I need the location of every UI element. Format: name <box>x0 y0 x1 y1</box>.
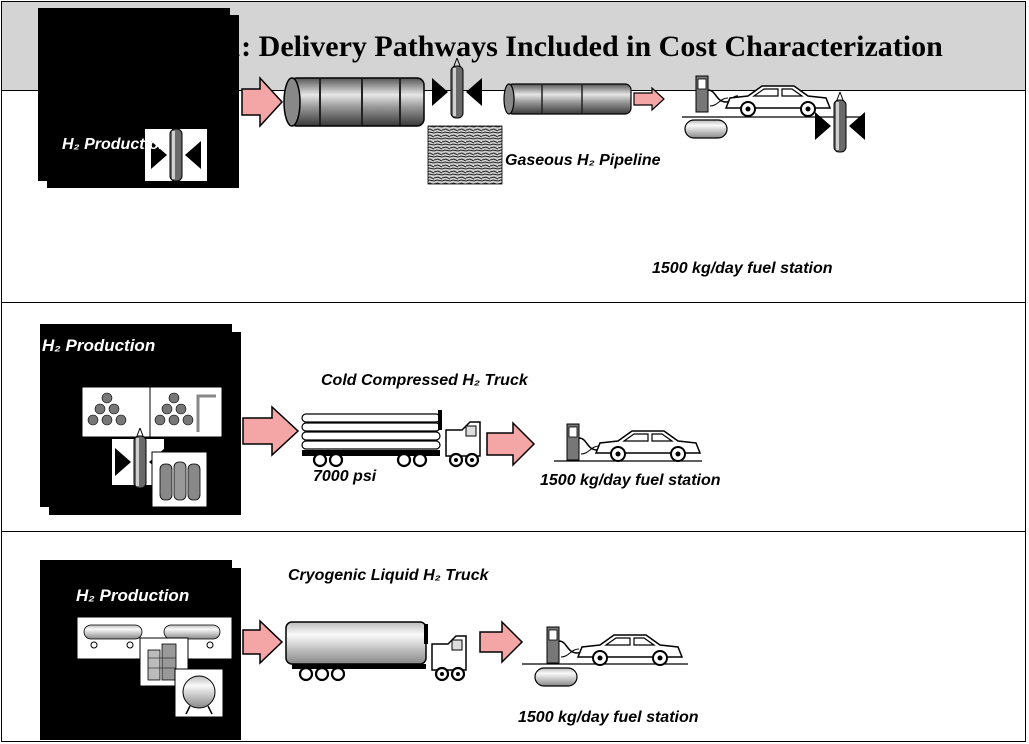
flow-arrow <box>242 619 284 665</box>
row-separator <box>2 302 1025 303</box>
production-label: H₂ Production <box>62 136 169 153</box>
pipeline-icon <box>503 83 632 115</box>
route-label: Cryogenic Liquid H₂ Truck <box>288 567 489 584</box>
car-icon <box>577 634 683 666</box>
station-label: 1500 kg/day fuel station <box>518 709 699 726</box>
production-label: H₂ Production <box>76 586 190 605</box>
flow-arrow <box>633 86 665 112</box>
tube-trailer-truck-icon <box>301 408 482 468</box>
flow-arrow <box>241 76 284 128</box>
geologic-storage-icon <box>427 125 503 185</box>
row-separator <box>2 531 1025 532</box>
pressure-label: 7000 psi <box>313 468 377 485</box>
car-icon <box>595 430 701 462</box>
storage-tank-icon <box>151 451 208 508</box>
pipeline-icon <box>283 77 425 127</box>
compressor-icon <box>145 120 207 182</box>
storage-tank-icon <box>174 668 224 718</box>
station-label: 1500 kg/day fuel station <box>652 260 833 277</box>
fuel-dispenser-icon <box>682 75 862 139</box>
flow-arrow <box>479 620 524 664</box>
flow-arrow <box>242 405 300 457</box>
car-icon <box>725 85 831 117</box>
production-label: H₂ Production <box>42 336 156 355</box>
liquid-tanker-truck-icon <box>285 621 468 682</box>
flow-arrow <box>486 421 536 467</box>
station-label: 1500 kg/day fuel station <box>540 472 721 489</box>
liquefier-icon <box>139 637 189 687</box>
compressor-icon <box>431 57 483 119</box>
gas-cylinders-icon <box>81 386 223 438</box>
production-box <box>38 8 239 188</box>
route-label: Cold Compressed H₂ Truck <box>321 372 528 389</box>
route-label: Gaseous H₂ Pipeline <box>505 152 661 169</box>
